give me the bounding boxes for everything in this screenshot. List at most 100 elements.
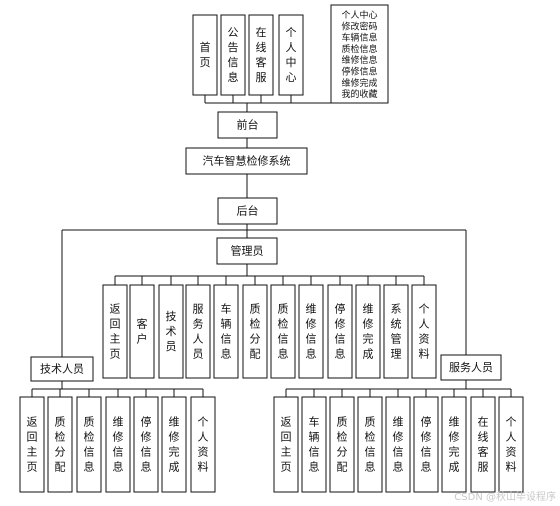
top-node-1: 公告信息 xyxy=(220,14,246,96)
top-node-3-label: 个人中心 xyxy=(286,26,297,84)
service-item-4: 维修信息 xyxy=(385,396,411,493)
system-node-label: 汽车智慧检修系统 xyxy=(203,154,291,168)
admin-item-1-box xyxy=(129,284,155,379)
admin-item-9: 维修完成 xyxy=(355,284,381,379)
service-item-8-box xyxy=(498,396,524,493)
system-node-box xyxy=(185,147,308,175)
service-item-3-label: 质检信息 xyxy=(365,416,376,474)
admin-item-1-label: 客户 xyxy=(137,317,148,346)
admin-item-3-label: 服务人员 xyxy=(193,303,204,361)
service-item-5-box xyxy=(413,396,439,493)
admin-item-8: 停修信息 xyxy=(327,284,353,379)
personal-center-item: 车辆信息 xyxy=(341,32,377,44)
technician-item-0: 返回主页 xyxy=(19,396,45,493)
admin-item-9-label: 维修完成 xyxy=(363,303,374,361)
admin-item-10-label: 系统管理 xyxy=(391,303,402,361)
technician-item-3-box xyxy=(105,396,131,493)
admin-item-11: 个人资料 xyxy=(411,284,437,379)
service-item-0-label: 返回主页 xyxy=(281,416,292,474)
frontend-node-label: 前台 xyxy=(237,118,259,132)
personal-center-item: 质检信息 xyxy=(341,43,377,55)
personal-center-item: 停修信息 xyxy=(341,66,377,78)
personal-center-list-box xyxy=(330,4,389,104)
watermark: CSDN @秋山毕设程序 xyxy=(454,492,556,503)
service-item-8: 个人资料 xyxy=(498,396,524,493)
service-item-1-box xyxy=(301,396,327,493)
admin-item-2-box xyxy=(158,284,184,379)
admin-item-8-box xyxy=(327,284,353,379)
personal-center-item: 个人中心 xyxy=(341,9,377,21)
service-item-7-box xyxy=(470,396,496,493)
technician-item-6: 个人资料 xyxy=(190,396,216,493)
technician-item-1: 质检分配 xyxy=(47,396,73,493)
technician-item-5-box xyxy=(161,396,187,493)
frontend-node-box xyxy=(217,111,278,139)
admin-item-0: 返回主页 xyxy=(102,284,128,379)
technician-item-1-label: 质检分配 xyxy=(55,416,66,474)
admin-item-5-box xyxy=(242,284,268,379)
service-item-7: 在线客服 xyxy=(470,396,496,493)
service-staff-node: 服务人员 xyxy=(440,354,502,381)
technician-item-1-box xyxy=(47,396,73,493)
admin-item-5: 质检分配 xyxy=(242,284,268,379)
technician-node: 技术人员 xyxy=(30,356,94,382)
technician-item-4-label: 停修信息 xyxy=(141,415,152,474)
admin-item-0-box xyxy=(102,284,128,379)
service-item-5-label: 停修信息 xyxy=(421,415,432,474)
service-item-1: 车辆信息 xyxy=(301,396,327,493)
service-item-2-label: 质检分配 xyxy=(337,416,348,474)
admin-item-6-box xyxy=(270,284,296,379)
service-item-3: 质检信息 xyxy=(357,396,383,493)
admin-item-11-label: 个人资料 xyxy=(419,303,430,361)
top-node-1-box xyxy=(220,14,246,96)
service-item-2-box xyxy=(329,396,355,493)
admin-item-10: 系统管理 xyxy=(383,284,409,379)
service-item-1-label: 车辆信息 xyxy=(309,415,320,474)
service-item-3-box xyxy=(357,396,383,493)
admin-item-6-label: 质检信息 xyxy=(278,303,289,361)
admin-item-10-box xyxy=(383,284,409,379)
technician-item-0-box xyxy=(19,396,45,493)
technician-item-2-box xyxy=(76,396,102,493)
top-node-0-label: 首页 xyxy=(200,40,211,69)
service-staff-node-label: 服务人员 xyxy=(449,361,493,374)
admin-item-7: 维修信息 xyxy=(298,284,324,379)
top-node-1-label: 公告信息 xyxy=(228,26,239,84)
technician-item-4-box xyxy=(133,396,159,493)
technician-item-6-box xyxy=(190,396,216,493)
admin-node-label: 管理员 xyxy=(231,244,264,258)
technician-item-2: 质检信息 xyxy=(76,396,102,493)
admin-item-4-box xyxy=(213,284,239,379)
technician-item-5: 维修完成 xyxy=(161,396,187,493)
backend-node: 后台 xyxy=(217,197,278,225)
service-item-4-box xyxy=(385,396,411,493)
admin-item-0-label: 返回主页 xyxy=(110,303,121,361)
service-item-0: 返回主页 xyxy=(273,396,299,493)
admin-item-1: 客户 xyxy=(129,284,155,379)
backend-node-label: 后台 xyxy=(237,204,259,218)
technician-item-3: 维修信息 xyxy=(105,396,131,493)
admin-item-9-box xyxy=(355,284,381,379)
personal-center-item: 修改密码 xyxy=(341,20,377,32)
personal-center-item: 我的收藏 xyxy=(341,88,377,100)
top-node-3: 个人中心 xyxy=(278,14,304,96)
service-item-4-label: 维修信息 xyxy=(393,416,404,474)
top-node-0-box xyxy=(192,14,218,96)
technician-item-6-label: 个人资料 xyxy=(198,416,209,474)
technician-item-5-label: 维修完成 xyxy=(169,416,180,474)
admin-item-5-label: 质检分配 xyxy=(250,303,261,361)
technician-node-label: 技术人员 xyxy=(40,363,84,376)
personal-center-item: 维修完成 xyxy=(341,77,377,89)
technician-item-3-label: 维修信息 xyxy=(113,416,124,474)
frontend-node: 前台 xyxy=(217,111,278,139)
technician-item-0-label: 返回主页 xyxy=(27,416,38,474)
service-item-8-label: 个人资料 xyxy=(506,416,517,474)
service-item-6: 维修完成 xyxy=(441,396,467,493)
backend-node-box xyxy=(217,197,278,225)
service-item-6-label: 维修完成 xyxy=(449,416,460,474)
admin-item-3: 服务人员 xyxy=(185,284,211,379)
top-node-2: 在线客服 xyxy=(248,14,274,96)
admin-item-7-box xyxy=(298,284,324,379)
